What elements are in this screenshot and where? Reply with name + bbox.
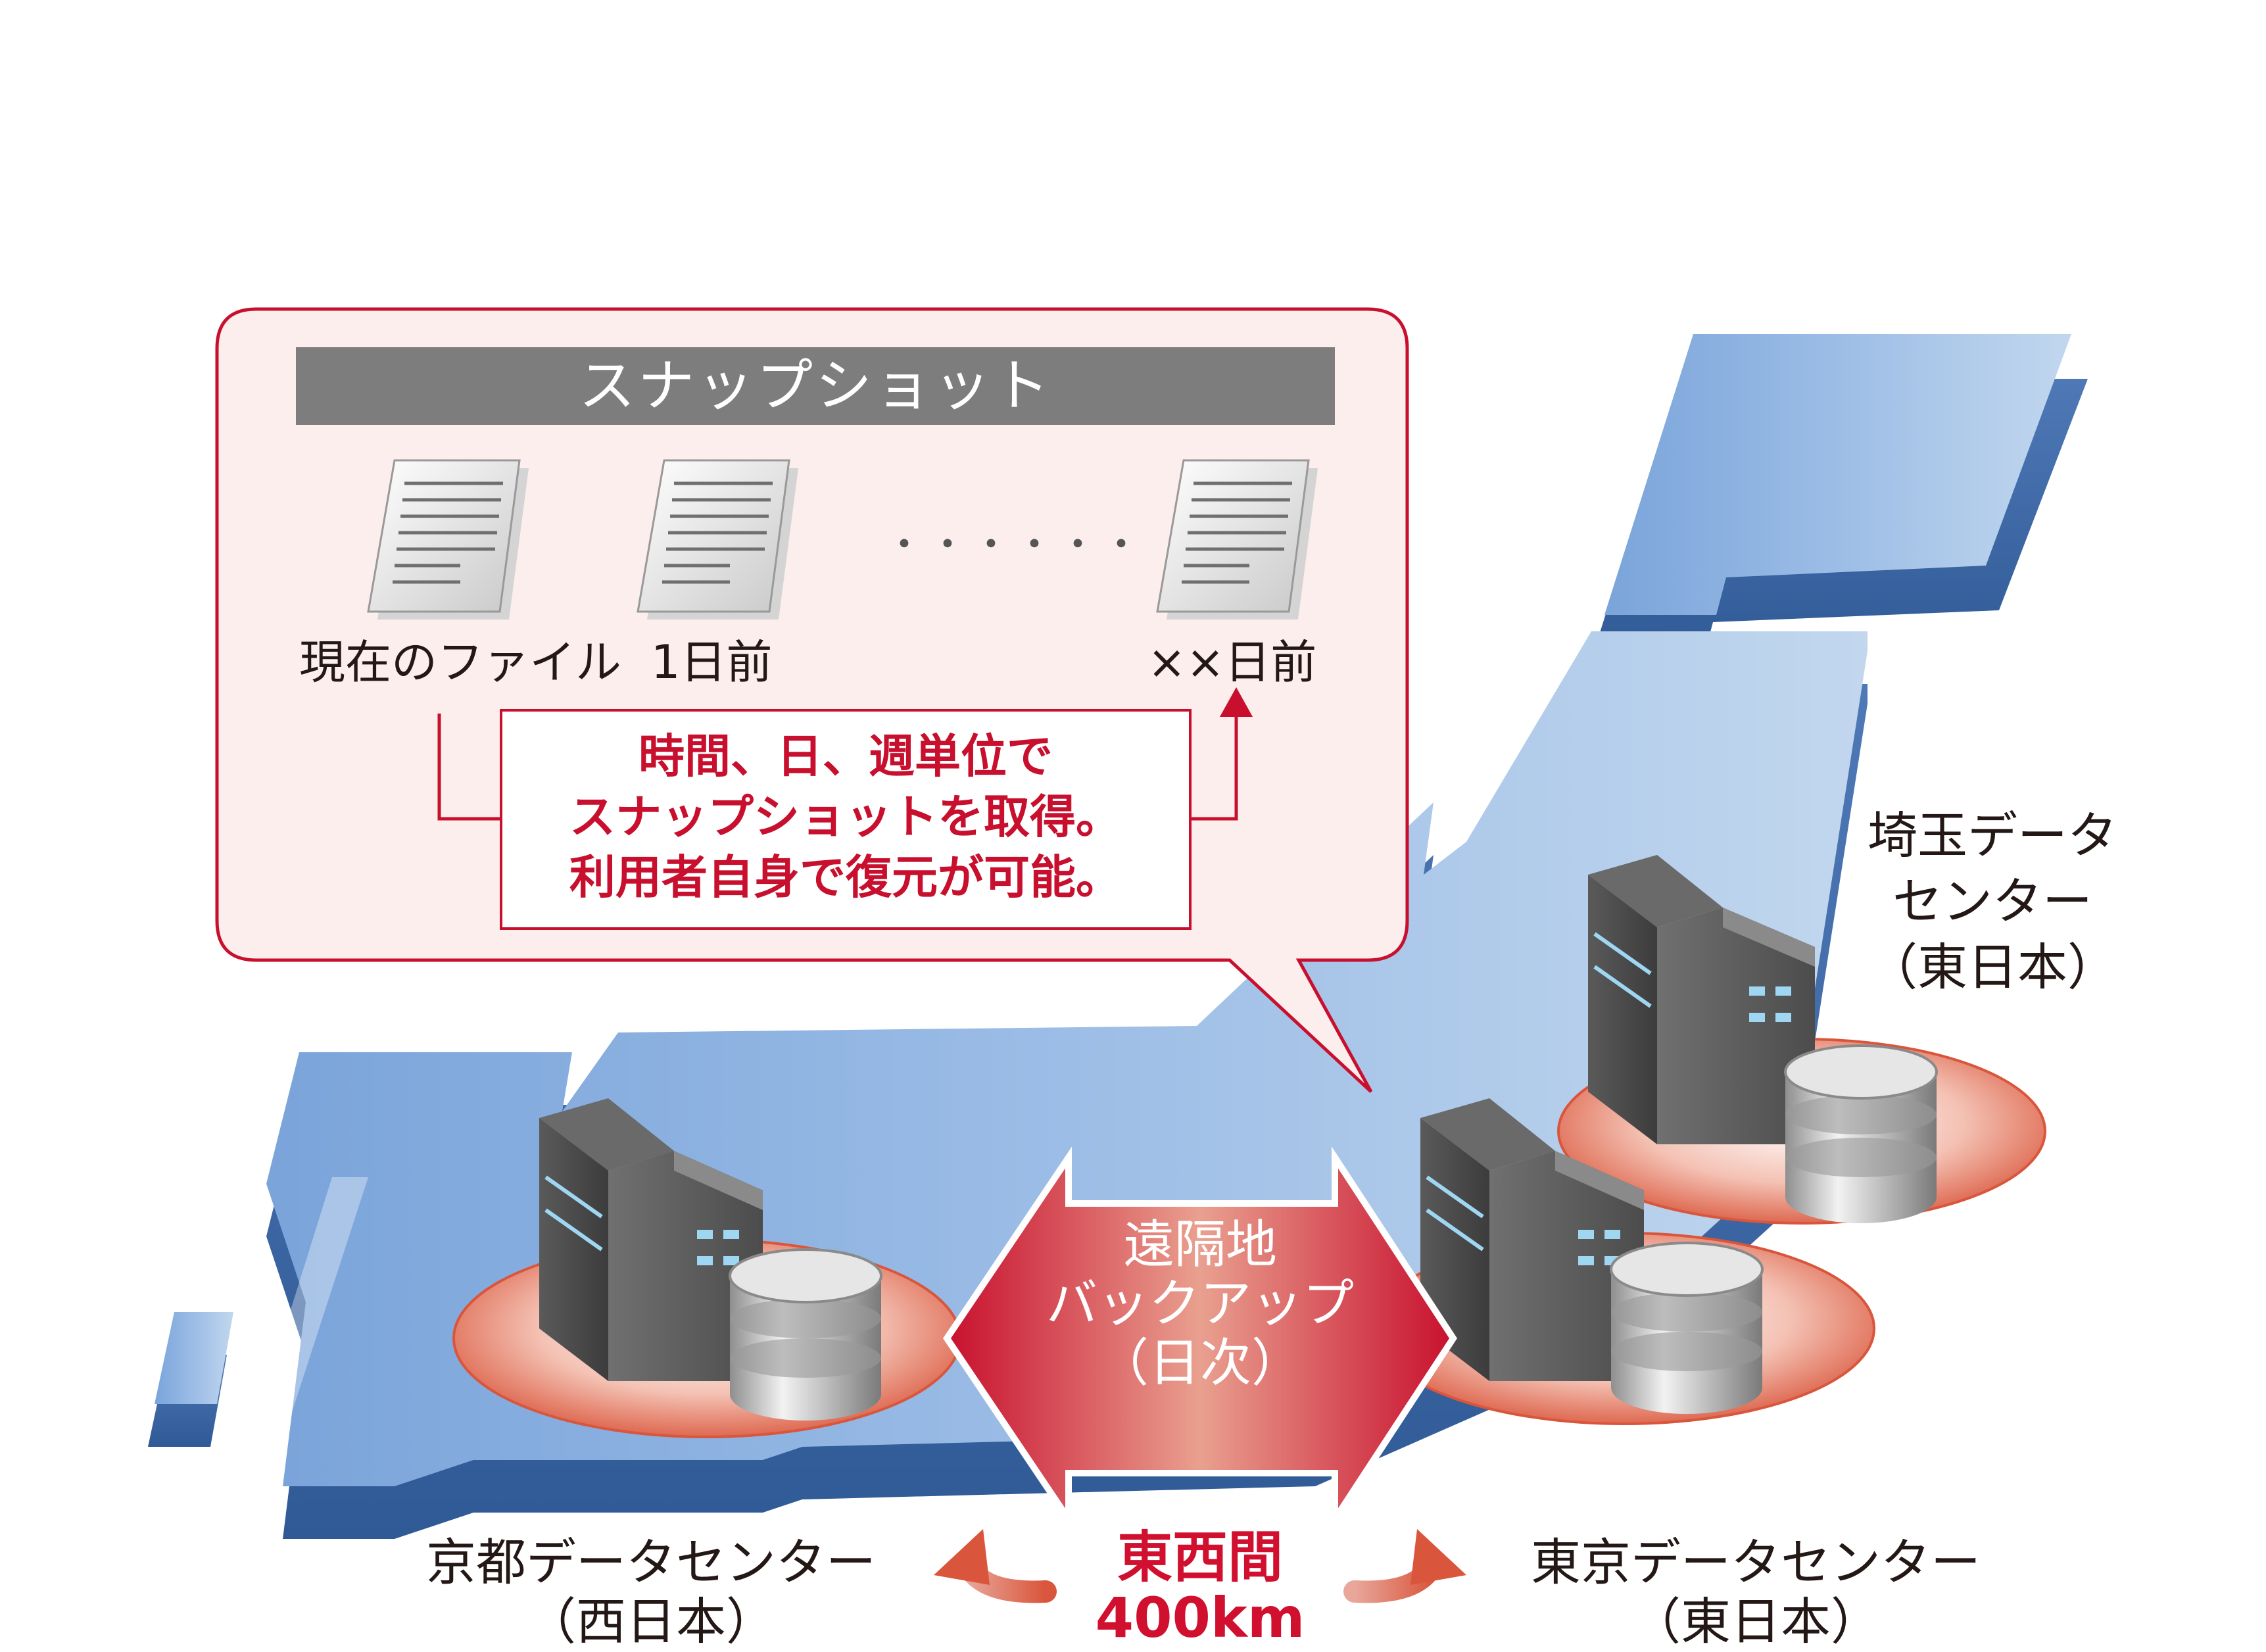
- tokyo-database-icon: [1610, 1242, 1764, 1414]
- kyoto-database-icon: [729, 1248, 882, 1421]
- distance-arrow-right: [1343, 1529, 1466, 1603]
- snapshot-title: スナップショット: [296, 347, 1335, 425]
- file-label-1day: 1日前: [651, 635, 773, 689]
- snapshot-connector: [437, 687, 1253, 821]
- saitama-database-icon: [1784, 1044, 1938, 1223]
- ellipsis: ・・・・・・: [884, 522, 1145, 568]
- kyoto-datacenter: [452, 1098, 961, 1438]
- saitama-datacenter: [1557, 855, 2046, 1225]
- tokyo-label-1: 東京データセンター: [1531, 1533, 1981, 1591]
- saitama-label-2: センター: [1892, 872, 2092, 931]
- distance-arrow-left: [934, 1529, 1057, 1603]
- file-label-xx-days: ××日前: [1147, 635, 1317, 689]
- distance-label: 東西間: [1117, 1525, 1283, 1590]
- distance-value: 400km: [1095, 1586, 1305, 1650]
- backup-label-2: バックアップ: [1046, 1275, 1354, 1334]
- tokyo-label-2: （東日本）: [1631, 1592, 1881, 1651]
- island-shape: [148, 1312, 233, 1447]
- note-line-1: 時間、日、週単位で: [639, 729, 1053, 783]
- hokkaido-shape: [1591, 334, 2088, 660]
- note-line-3: 利用者自身で復元が可能。: [569, 850, 1122, 904]
- document-icon-1day: [637, 459, 798, 620]
- tokyo-datacenter: [1373, 1098, 1875, 1425]
- document-icon-xx-days: [1156, 459, 1318, 620]
- document-icon-current: [367, 459, 529, 620]
- saitama-label-3: （東日本）: [1868, 938, 2117, 996]
- file-label-current: 現在のファイル: [299, 635, 621, 689]
- backup-label-1: 遠隔地: [1122, 1215, 1277, 1275]
- saitama-building-icon: [1588, 855, 1815, 1144]
- snapshot-callout: [215, 307, 1409, 1093]
- kyoto-label-2: （西日本）: [526, 1592, 776, 1651]
- backup-label-3: （日次）: [1097, 1334, 1303, 1393]
- saitama-label-1: 埼玉データ: [1868, 806, 2117, 865]
- backup-arrow: [942, 1146, 1457, 1530]
- note-line-2: スナップショットを取得。: [569, 790, 1122, 844]
- kyoto-label-1: 京都データセンター: [426, 1533, 876, 1591]
- snapshot-note: 時間、日、週単位で スナップショットを取得。 利用者自身で復元が可能。: [500, 709, 1192, 930]
- kyoto-building-icon: [539, 1098, 763, 1381]
